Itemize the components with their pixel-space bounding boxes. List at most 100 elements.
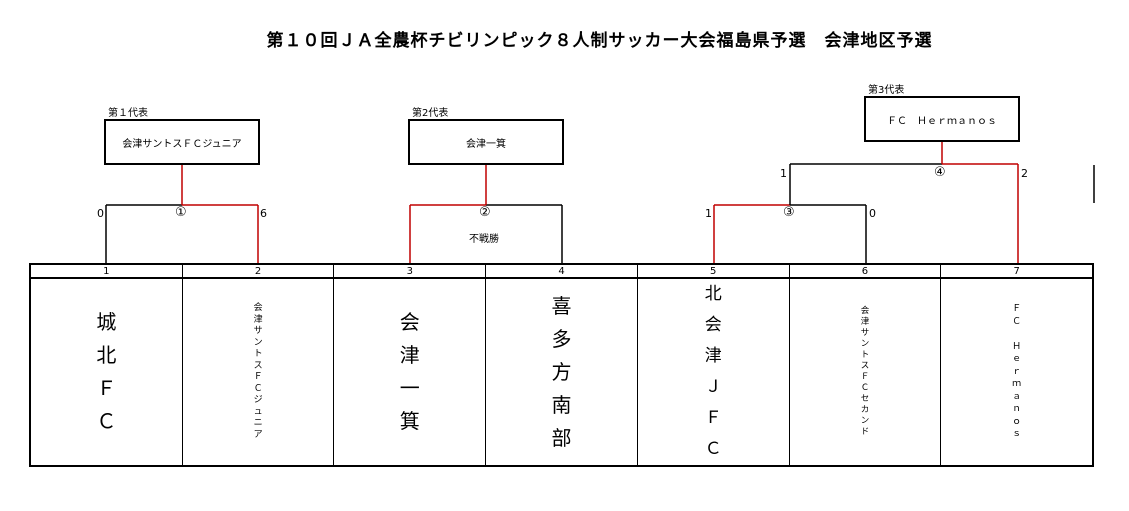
team-name-char: Ｃ: [253, 383, 263, 394]
team-name-char: Ｃ: [1012, 316, 1022, 327]
team-name-char: サ: [253, 326, 263, 336]
team-number-4: 4: [486, 265, 638, 277]
match-3-left-score: 1: [705, 207, 712, 220]
team-name-char: 南: [551, 392, 572, 417]
team-name-char: Ｆ: [1012, 304, 1022, 315]
team-name-char: ニ: [253, 418, 263, 428]
team-name-char: 津: [253, 314, 263, 325]
team-name-char: ン: [860, 416, 870, 426]
team-name-char: ト: [253, 349, 263, 359]
team-name-char: ュ: [253, 406, 263, 417]
team-name-char: 会: [860, 306, 870, 316]
team-name-char: ｍ: [1012, 379, 1022, 390]
representative-team-1: 会津サントスＦＣジュニア: [122, 138, 242, 150]
representative-team-2: 会津一箕: [466, 138, 506, 150]
team-number-5: 5: [638, 265, 790, 277]
team-name-char: ト: [860, 350, 870, 360]
team-name-char: 北: [96, 343, 117, 367]
match-2-number: ②: [479, 205, 491, 220]
match-1-left-score: 0: [97, 207, 104, 220]
team-name-char: ア: [253, 429, 263, 440]
representative-box-1: 会津サントスＦＣジュニア: [104, 119, 260, 165]
team-name-char: ン: [253, 337, 263, 348]
team-name-char: Ｃ: [96, 409, 117, 433]
team-name-char: ｎ: [1012, 404, 1022, 415]
team-name-char: 会: [399, 310, 420, 334]
team-name-cell: 喜多方南部: [486, 279, 638, 465]
team-number-2: 2: [183, 265, 335, 277]
team-number-1: 1: [31, 265, 183, 277]
team-name-char: Ｆ: [704, 408, 722, 428]
team-number-7: 7: [1013, 265, 1020, 277]
team-name-char: 方: [551, 359, 572, 384]
team-name-char: Ｆ: [253, 372, 263, 382]
team-name-char: ス: [860, 361, 870, 371]
team-name-char: 喜: [551, 293, 572, 318]
team-number-6: 6: [790, 265, 942, 277]
team-name-cell: 会津一箕: [334, 279, 487, 465]
representative-label-2: 第2代表: [412, 108, 449, 119]
representative-team-3: ＦＣ Ｈｅｒｍａｎｏｓ: [887, 115, 997, 127]
team-name-char: ス: [253, 360, 263, 371]
team-name-char: 北: [704, 284, 722, 304]
representative-box-2: 会津一箕: [408, 119, 564, 165]
team-name-4: 喜多方南部: [552, 290, 572, 455]
match-4-number: ④: [934, 165, 946, 180]
team-name-3: 会津一箕: [400, 306, 420, 438]
page-title: 第１０回ＪＡ全農杯チビリンピック８人制サッカー大会福島県予選 会津地区予選: [266, 31, 933, 51]
representative-label-1: 第１代表: [108, 108, 148, 119]
team-number-row: 1 2 3 4 5 6 7: [31, 265, 1092, 279]
team-name-char: Ｃ: [704, 439, 722, 459]
representative-box-3: ＦＣ Ｈｅｒｍａｎｏｓ: [864, 96, 1020, 142]
team-number-3: 3: [334, 265, 487, 277]
team-name-char: サ: [860, 328, 870, 338]
team-name-char: ド: [860, 427, 870, 437]
team-name-char: カ: [860, 405, 870, 415]
team-name-char: 箕: [399, 409, 420, 433]
match-4-right-score: 2: [1021, 167, 1028, 180]
team-name-char: 津: [860, 317, 870, 327]
team-name-char: Ｃ: [860, 383, 870, 393]
match-3-number: ③: [783, 205, 795, 220]
team-name-char: ン: [860, 339, 870, 349]
match-1-number: ①: [175, 205, 187, 220]
team-name-char: ｒ: [1012, 366, 1022, 377]
team-name-char: ａ: [1012, 391, 1022, 402]
match-3-right-score: 0: [869, 207, 876, 220]
team-name-char: 津: [704, 346, 722, 366]
representative-label-3: 第3代表: [868, 85, 905, 96]
team-name-char: ジ: [253, 395, 263, 405]
team-name-char: 一: [399, 376, 420, 400]
team-name-char: 多: [551, 326, 572, 351]
team-name-char: Ｆ: [96, 376, 117, 400]
team-name-char: ｏ: [1012, 416, 1022, 427]
team-name-char: 会: [253, 303, 263, 313]
team-name-char: 津: [399, 343, 420, 367]
match-4-left-score: 1: [780, 167, 787, 180]
team-name-char: [1015, 328, 1018, 341]
team-name-char: セ: [860, 394, 870, 404]
team-name-char: ｅ: [1012, 354, 1022, 365]
team-name-char: 部: [551, 425, 572, 450]
match-2-note: 不戦勝: [469, 234, 499, 245]
match-1-right-score: 6: [260, 207, 267, 220]
team-name-char: 会: [704, 315, 722, 335]
team-name-char: Ｈ: [1012, 341, 1022, 352]
team-name-char: Ｆ: [860, 372, 870, 382]
team-name-char: 城: [96, 310, 117, 334]
team-name-char: Ｊ: [704, 377, 722, 397]
team-name-char: ｓ: [1012, 429, 1022, 440]
